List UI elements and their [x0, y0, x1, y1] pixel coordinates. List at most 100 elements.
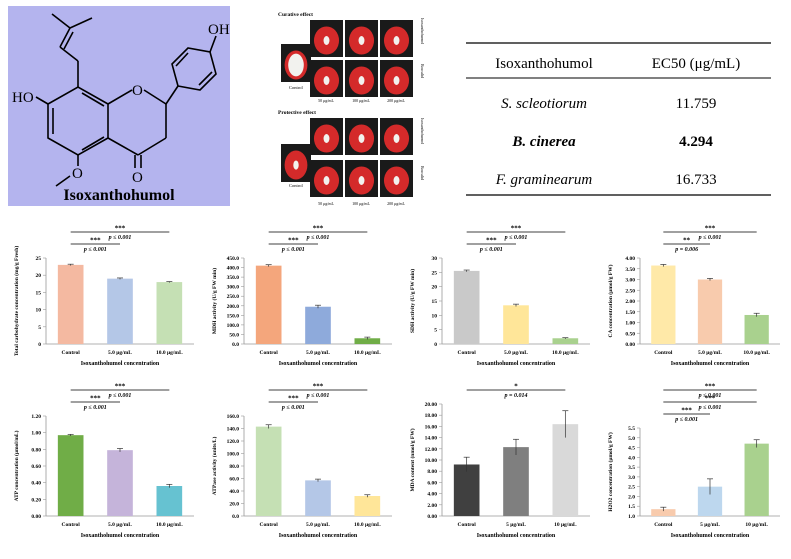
y-tick-label: 25	[36, 256, 42, 262]
y-tick-label: 140.0	[227, 427, 240, 433]
y-tick-label: 0.0	[232, 514, 239, 520]
bar-0	[453, 464, 480, 516]
x-tick-label-2: 10.0 μg/mL	[156, 522, 183, 528]
y-tick-label: 4.00	[427, 492, 437, 498]
x-tick-label-2: 10.0 μg/mL	[743, 350, 770, 356]
bar-1	[503, 447, 529, 516]
y-tick-label: 5.5	[628, 426, 635, 432]
x-tick-label-0: Control	[62, 350, 81, 356]
y-tick-label: 0.00	[625, 342, 635, 348]
x-tick-label-1: 5.0 μg/mL	[108, 522, 132, 528]
sig-stars: ***	[681, 407, 692, 415]
conc-label-bottom-0: 50 μg/mL	[318, 201, 334, 206]
y-tick-label: 2.00	[427, 503, 437, 509]
tomato-r1-c1-lesion	[358, 76, 365, 85]
sig-p-value: p = 0.014	[504, 393, 528, 399]
y-tick-label: 300.0	[227, 285, 240, 291]
y-tick-label: 14.00	[425, 436, 438, 442]
ec-row-1-value: 4.294	[679, 134, 713, 150]
y-tick-label: 1.5	[628, 504, 635, 510]
sig-stars: ***	[115, 383, 126, 391]
bar-2	[744, 443, 769, 516]
sig-p-value: p ≤ 0.001	[698, 393, 722, 399]
tomato-r0-c2-lesion	[393, 36, 400, 45]
y-tick-label: 10.00	[425, 458, 438, 464]
tomato-assay-photo: Curative effect Protective effect Contro…	[275, 6, 453, 210]
bar-1	[697, 279, 723, 344]
y-tick-label: 200.0	[227, 304, 240, 310]
y-axis-label: H2O2 concentration (μmol/g FW)	[607, 432, 614, 512]
sig-stars: ***	[511, 225, 522, 233]
y-tick-label: 120.0	[227, 439, 240, 445]
y-tick-label: 0.0	[232, 342, 239, 348]
x-tick-label-1: 5.0 μg/mL	[698, 350, 722, 356]
sig-stars: ***	[313, 225, 324, 233]
curative-control-lesion	[288, 53, 304, 77]
y-tick-label: 20	[432, 285, 438, 291]
x-tick-label-2: 10.0 μg/mL	[156, 350, 183, 356]
y-tick-label: 100.0	[227, 452, 240, 458]
bar-0	[255, 426, 282, 516]
x-axis-label: Isoxanthohumol concentration	[81, 361, 160, 367]
conc-label-bottom-2: 200 μg/mL	[387, 201, 405, 206]
sig-p-value: p ≤ 0.001	[698, 405, 722, 411]
x-tick-label-2: 10 μg/mL	[745, 522, 768, 528]
y-tick-label: 6.00	[427, 480, 437, 486]
sig-p-value: p ≤ 0.001	[83, 247, 107, 253]
x-tick-label-0: Control	[458, 522, 477, 528]
x-tick-label-0: Control	[62, 522, 81, 528]
y-tick-label: 1.50	[625, 310, 635, 316]
sig-p-value: p ≤ 0.001	[306, 235, 330, 241]
conc-label-top-1: 100 μg/mL	[352, 98, 370, 103]
y-tick-label: 1.20	[31, 414, 41, 420]
tomato-r3-c2-lesion	[393, 176, 400, 185]
tomato-r3-c1-lesion	[358, 176, 365, 185]
tomato-r3-c0-lesion	[323, 176, 330, 185]
x-axis-label: Isoxanthohumol concentration	[477, 533, 556, 539]
y-tick-label: 8.00	[427, 469, 437, 475]
bar-0	[57, 264, 84, 344]
sig-p-value: p ≤ 0.001	[83, 405, 107, 411]
sig-p-value: p = 0.006	[674, 247, 698, 253]
x-tick-label-1: 5.0 μg/mL	[306, 522, 330, 528]
bar-0	[651, 509, 676, 516]
y-tick-label: 2.00	[625, 299, 635, 305]
y-axis-label: MDH activity (U/g FW min)	[211, 268, 218, 334]
sig-p-value: p ≤ 0.001	[306, 393, 330, 399]
x-tick-label-2: 10.0 μg/mL	[354, 522, 381, 528]
y-tick-label: 400.0	[227, 266, 240, 272]
sig-stars: ***	[705, 225, 716, 233]
bar-1	[305, 306, 331, 344]
ec-row-2-value: 16.733	[675, 172, 716, 188]
y-tick-label: 100.0	[227, 323, 240, 329]
sig-stars: ***	[90, 237, 101, 245]
bar-2	[354, 496, 381, 516]
control-label-bottom: Control	[289, 183, 304, 188]
y-tick-label: 150.0	[227, 313, 240, 319]
y-tick-label: 15	[432, 299, 438, 305]
y-axis-label: SDH activity (U/g FW min)	[409, 269, 416, 333]
y-axis-label: ATPase activity (units/L)	[211, 437, 218, 496]
y-tick-label: 80.0	[229, 464, 239, 470]
sig-stars: ***	[705, 395, 716, 403]
bar-0	[57, 435, 84, 516]
sig-stars: **	[683, 237, 691, 245]
y-tick-label: 25	[432, 270, 438, 276]
structure-methoxy-oxygen: O	[72, 166, 83, 182]
structure-bonds	[35, 13, 217, 187]
bar-1	[107, 450, 133, 516]
row-label-bos-top: Boscalid	[420, 64, 425, 78]
bar-0	[255, 265, 282, 344]
sig-p-value: p ≤ 0.001	[108, 393, 132, 399]
ec-row-2-pathogen: F. graminearum	[495, 172, 593, 188]
bar-2	[744, 314, 769, 344]
structure-background	[8, 6, 230, 206]
row-label-iso-top: Isoxanthohumol	[420, 18, 425, 45]
x-tick-label-0: Control	[260, 522, 279, 528]
x-axis-label: Isoxanthohumol concentration	[671, 533, 750, 539]
ec-row-1-pathogen: B. cinerea	[511, 134, 576, 150]
x-tick-label-0: Control	[260, 350, 279, 356]
sig-p-value: p ≤ 0.001	[698, 235, 722, 241]
y-tick-label: 40.0	[229, 489, 239, 495]
